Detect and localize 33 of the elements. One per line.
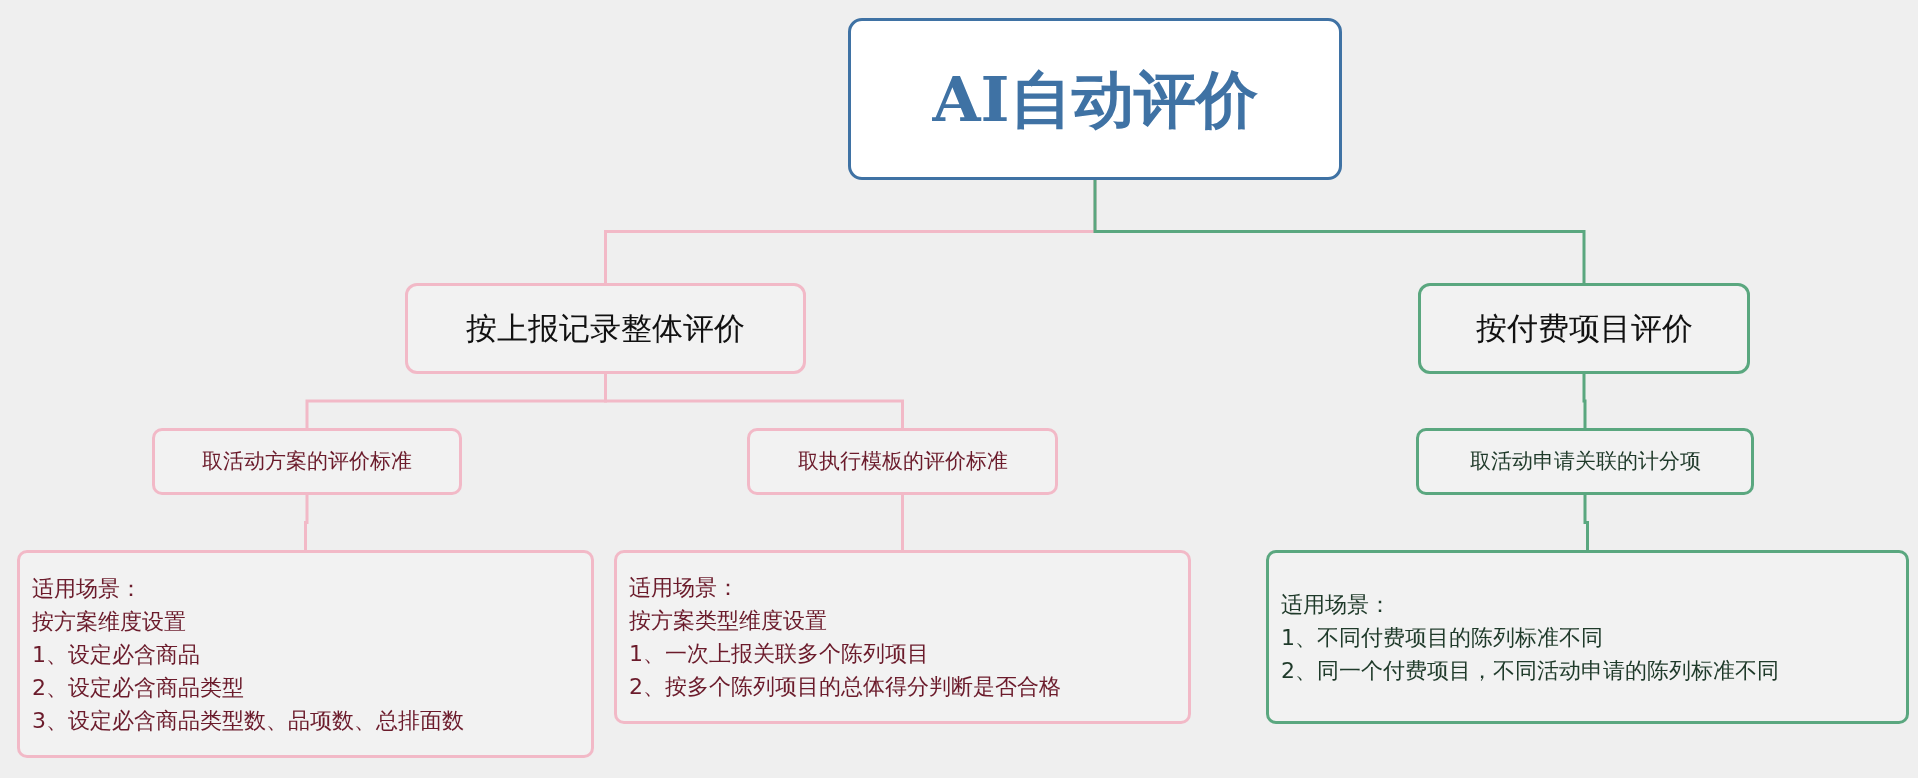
topic-text: 按方案维度设置 [32, 607, 187, 636]
topic-text: 2、同一个付费项目，不同活动申请的陈列标准不同 [1281, 656, 1780, 685]
connector-line [604, 374, 904, 428]
topic-text: 按上报记录整体评价 [466, 309, 745, 349]
topic-box [614, 550, 1191, 724]
topic-text: 1、一次上报关联多个陈列项目 [629, 640, 930, 668]
topic-text: 取活动申请关联的计分项 [1469, 447, 1701, 475]
connector-line [901, 495, 904, 550]
connector-line [304, 495, 309, 550]
topic-text: 按方案类型维度设置 [629, 607, 828, 635]
topic-box [1266, 550, 1909, 724]
scenario-heading: 适用场景： [1281, 590, 1392, 619]
topic-text: 取活动方案的评价标准 [202, 447, 412, 475]
topic-text: 取执行模板的评价标准 [797, 447, 1008, 475]
connector-line [1583, 495, 1589, 550]
topic-text: 2、设定必含商品类型 [32, 673, 245, 702]
connector-line [1093, 180, 1586, 283]
scenario-heading: 适用场景： [629, 574, 740, 602]
topic-box [405, 283, 806, 374]
topic-text: 2、按多个陈列项目的总体得分判断是否合格 [629, 673, 1062, 701]
topic-box [17, 550, 594, 758]
topic-box [848, 18, 1342, 180]
topic-text: AI自动评价 [932, 61, 1258, 138]
connector-line [1582, 374, 1587, 428]
topic-text: 1、设定必含商品 [32, 640, 201, 669]
topic-text: 按付费项目评价 [1475, 309, 1693, 349]
topic-box [747, 428, 1058, 495]
topic-box [152, 428, 462, 495]
topic-box [1418, 283, 1750, 374]
scenario-heading: 适用场景： [32, 574, 143, 603]
topic-text: 1、不同付费项目的陈列标准不同 [1281, 623, 1604, 652]
topic-box [1416, 428, 1754, 495]
topic-text: 3、设定必含商品类型数、品项数、总排面数 [32, 706, 465, 735]
